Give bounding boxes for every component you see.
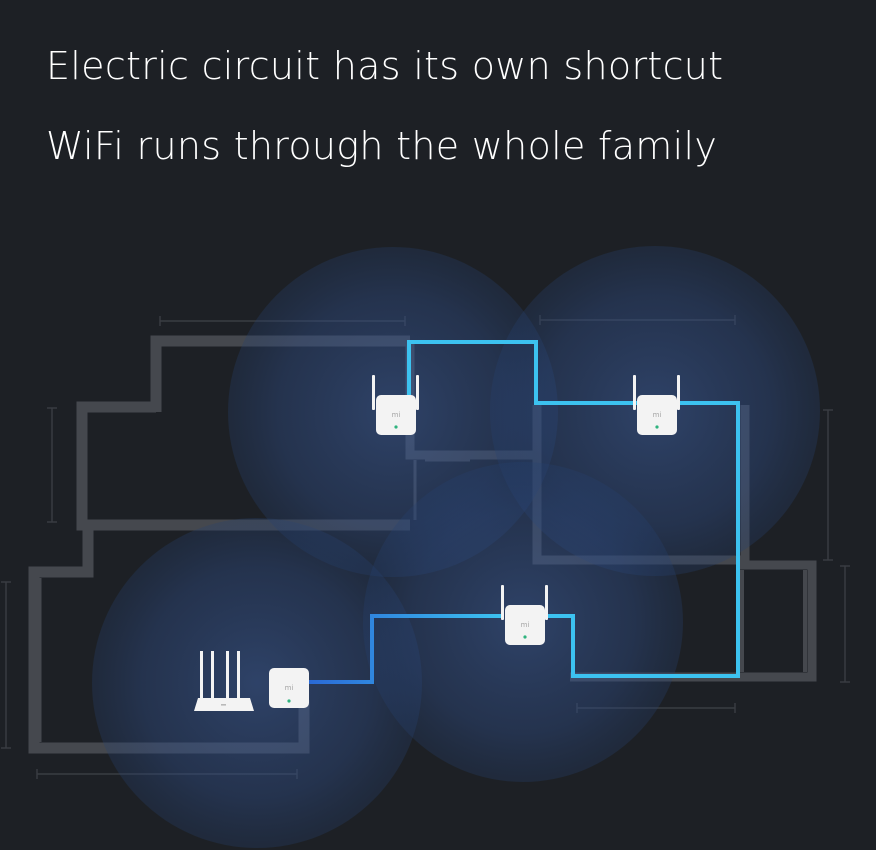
headline-line-2: WiFi runs through the whole family	[46, 124, 718, 168]
wifi-extender-upstairs-left: mi	[372, 375, 419, 435]
mi-logo: mi	[653, 411, 662, 419]
mi-logo: mi	[521, 621, 530, 629]
wifi-extender-upstairs-right: mi	[633, 375, 680, 435]
coverage-circle-router	[92, 518, 422, 848]
powerline-adapter-router: mi	[269, 668, 309, 708]
router-device	[194, 651, 254, 711]
mi-logo: mi	[285, 684, 294, 692]
wifi-extender-middle: mi	[501, 585, 548, 645]
headline-line-1: Electric circuit has its own shortcut	[46, 44, 724, 88]
mi-logo: mi	[392, 411, 401, 419]
